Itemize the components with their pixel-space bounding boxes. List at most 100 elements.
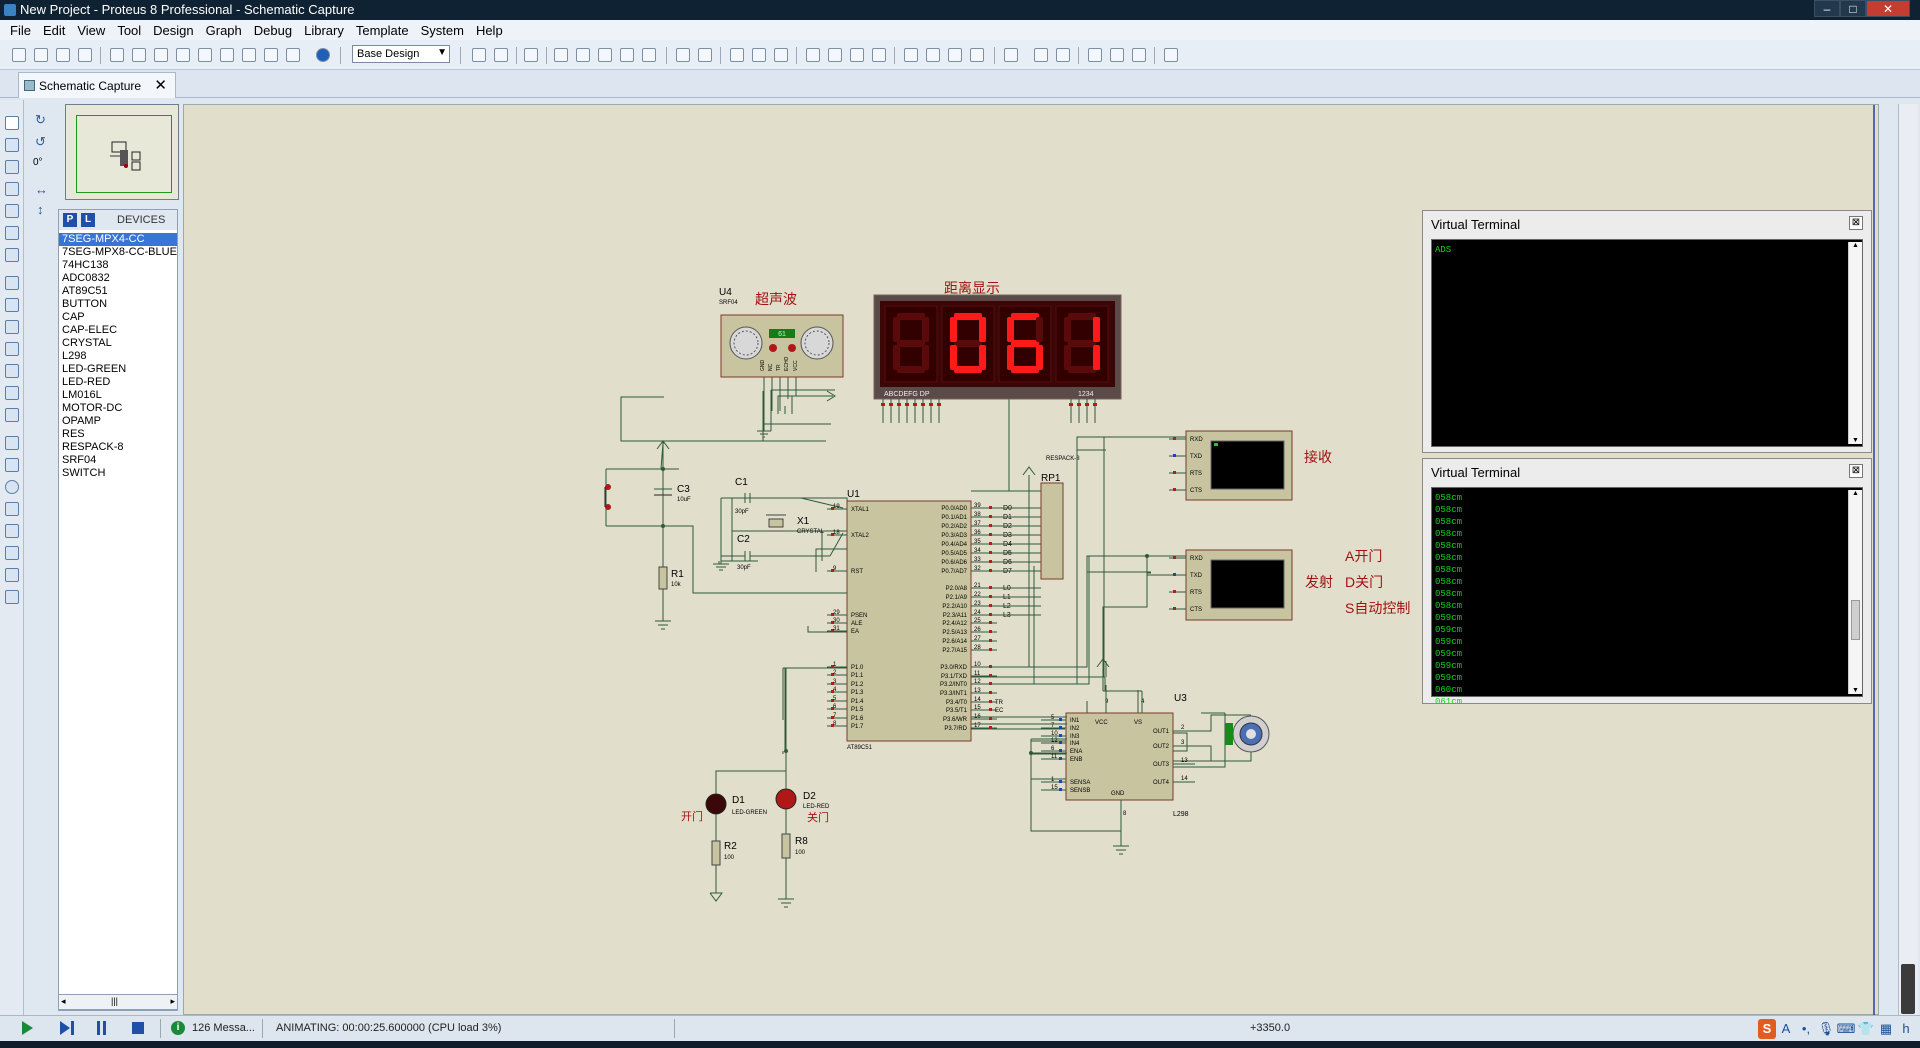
step-icon[interactable] [60,1021,70,1035]
device-list-item[interactable]: 7SEG-MPX8-CC-BLUE [62,246,177,258]
virtual-terminal-1[interactable]: Virtual Terminal ⊠ ADS ▲▼ [1422,210,1872,453]
menu-template[interactable]: Template [355,23,409,38]
menu-library[interactable]: Library [304,23,344,38]
device-list-item[interactable]: 74HC138 [62,259,109,271]
menu-file[interactable]: File [10,23,31,38]
maximize-button[interactable]: □ [1840,0,1866,17]
new-file-icon[interactable] [12,48,26,62]
rotate-ccw-icon[interactable]: ↺ [35,134,46,149]
schematic-icon[interactable] [132,48,146,62]
rotate-cw-icon[interactable]: ↻ [35,112,46,127]
pick-device-icon[interactable] [904,48,918,62]
zoom-out-icon[interactable] [598,48,612,62]
save-icon[interactable] [56,48,70,62]
vt1-close-icon[interactable]: ⊠ [1849,216,1863,230]
import-icon[interactable] [78,48,92,62]
gallery-icon[interactable] [198,48,212,62]
info-icon[interactable]: i [171,1021,185,1035]
component-mode-icon[interactable] [5,138,19,152]
close-tab-icon[interactable]: ✕ [154,77,167,94]
search-icon[interactable] [1034,48,1048,62]
notes-icon[interactable] [264,48,278,62]
punctuation-icon[interactable]: •, [1801,1021,1811,1036]
voltage-probe-icon[interactable] [5,386,19,400]
pick-devices-button[interactable]: P [63,213,77,227]
play-icon[interactable] [22,1021,33,1035]
zoom-in-icon[interactable] [576,48,590,62]
c2-capacitor[interactable]: C2 30pF [713,532,844,571]
package-tool-icon[interactable] [948,48,962,62]
text-icon[interactable] [5,546,19,560]
device-list-item[interactable]: BUTTON [62,298,108,310]
tab-schematic-capture[interactable]: Schematic Capture ✕ [18,72,176,98]
wire-autorouter-icon[interactable] [1004,48,1018,62]
seven-segment-display[interactable]: 距离显示 ABCDEFG DP 1234 [873,280,1122,423]
block-rotate-icon[interactable] [850,48,864,62]
c3-capacitor[interactable]: C3 10uF [604,440,691,630]
marker-icon[interactable] [5,590,19,604]
help-icon[interactable] [316,48,330,62]
shirt-icon[interactable]: 👕 [1857,1021,1875,1036]
junction-dot-icon[interactable] [5,160,19,174]
d2-led-red[interactable]: D2 LED-RED 关门 R8 100 [775,667,847,908]
zoom-all-icon[interactable] [620,48,634,62]
path-icon[interactable] [5,524,19,538]
wire-label-icon[interactable] [5,182,19,196]
r1-resistor[interactable]: R1 10k [658,566,684,590]
canvas-vertical-scrollbar[interactable] [1898,104,1918,1017]
device-list-item[interactable]: CRYSTAL [62,337,112,349]
font-a-icon[interactable]: A [1781,1021,1791,1036]
graph-icon[interactable] [5,320,19,334]
device-list-item[interactable]: AT89C51 [62,285,108,297]
copy-icon[interactable] [752,48,766,62]
terminals-icon[interactable] [5,276,19,290]
device-list-item[interactable]: RES [62,428,85,440]
subcircuit-icon[interactable] [5,248,19,262]
menu-graph[interactable]: Graph [205,23,242,38]
device-pins-icon[interactable] [5,298,19,312]
selection-mode-icon[interactable] [5,116,19,130]
device-list-item[interactable]: LED-GREEN [62,363,127,375]
rp1-respack[interactable]: RESPACK-8 RP1 [1022,456,1080,580]
origin-icon[interactable] [524,48,538,62]
block-delete-icon[interactable] [872,48,886,62]
undo-icon[interactable] [676,48,690,62]
decompose-icon[interactable] [970,48,984,62]
bom-icon[interactable] [220,48,234,62]
home-icon[interactable] [110,48,124,62]
box-icon[interactable] [5,458,19,472]
design-select[interactable]: Base Design▼ [352,45,450,63]
virtual-instruments-icon[interactable] [5,408,19,422]
device-list-item[interactable]: 7SEG-MPX4-CC [59,233,177,246]
report-icon[interactable] [286,48,300,62]
device-list-item[interactable]: L298 [62,350,87,362]
rotation-angle[interactable]: 0° [33,157,43,168]
exit-to-parent-icon[interactable] [1132,48,1146,62]
device-list-item[interactable]: OPAMP [62,415,101,427]
stop-icon[interactable] [132,1022,144,1034]
circle-icon[interactable] [5,480,19,494]
pause-icon[interactable] [97,1021,106,1035]
pan-icon[interactable] [554,48,568,62]
mirror-vertical-icon[interactable]: ↕ [37,202,44,217]
text-script-icon[interactable] [5,204,19,218]
source-icon[interactable] [242,48,256,62]
netlist-icon[interactable] [1164,48,1178,62]
device-list-item[interactable]: MOTOR-DC [62,402,123,414]
cut-icon[interactable] [730,48,744,62]
minimize-button[interactable]: – [1814,0,1840,17]
device-list-item[interactable]: LED-RED [62,376,111,388]
tape-recorder-icon[interactable] [5,342,19,356]
device-list-item[interactable]: ADC0832 [62,272,110,284]
generator-icon[interactable] [5,364,19,378]
block-copy-icon[interactable] [806,48,820,62]
menu-view[interactable]: View [77,23,106,38]
device-list-item[interactable]: CAP [62,311,85,323]
overview-window[interactable] [65,104,179,200]
c1-capacitor[interactable]: C1 30pF [721,477,844,515]
keyboard-icon[interactable]: ⌨ [1836,1021,1856,1036]
open-file-icon[interactable] [34,48,48,62]
